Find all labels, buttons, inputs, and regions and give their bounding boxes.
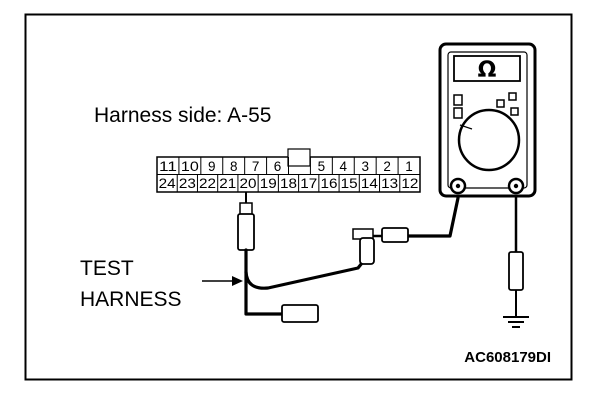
meter-lead-plug	[381, 227, 409, 243]
pin-label-14: 14	[361, 176, 379, 191]
pin-label-18: 18	[280, 176, 297, 191]
pin-label-11: 11	[159, 159, 177, 174]
range-mark-right-top	[508, 92, 517, 101]
harness-wire-lower	[244, 270, 284, 316]
pin-label-23: 23	[179, 176, 196, 191]
meter-jack-positive-center	[455, 183, 461, 189]
back-probe	[237, 192, 255, 251]
figure-frame	[24, 13, 573, 381]
ohmmeter-icon: Ω	[438, 42, 537, 198]
alligator-clip	[352, 227, 409, 265]
ground-symbol-icon	[503, 316, 529, 328]
pin-label-1: 1	[405, 159, 413, 174]
dial-arc	[458, 109, 490, 141]
pin-label-3: 3	[361, 159, 369, 174]
test-harness-label-line1: TEST	[80, 257, 134, 280]
range-mark-right-low	[496, 99, 505, 108]
pin-label-13: 13	[381, 176, 398, 191]
pin-label-8: 8	[230, 159, 238, 174]
harness-wire-upper	[244, 248, 368, 290]
pin-label-12: 12	[401, 176, 418, 191]
probe-body	[237, 213, 255, 251]
test-harness-label-line2: HARNESS	[80, 288, 182, 311]
meter-case-inner	[447, 51, 528, 189]
pin-label-16: 16	[320, 176, 337, 191]
figure-code: AC608179DI	[464, 349, 551, 366]
pin-label-6: 6	[274, 159, 282, 174]
arrow-right-icon	[202, 276, 243, 286]
pin-label-22: 22	[199, 176, 216, 191]
pin-label-24: 24	[159, 176, 177, 191]
pin-label-10: 10	[181, 159, 199, 174]
ground-probe-body	[508, 251, 524, 291]
range-mark-left-bottom	[453, 107, 463, 119]
pin-label-7: 7	[252, 159, 260, 174]
pin-label-9: 9	[208, 159, 216, 174]
dial-tick	[459, 124, 473, 130]
pin-label-5: 5	[318, 159, 326, 174]
meter-display-symbol: Ω	[478, 58, 497, 83]
meter-display	[453, 55, 521, 82]
pin-label-4: 4	[340, 159, 348, 174]
pin-label-21: 21	[219, 176, 236, 191]
pin-label-15: 15	[341, 176, 358, 191]
range-mark-left-top	[453, 94, 463, 106]
meter-jack-negative-center	[513, 183, 519, 189]
pin-label-20: 20	[240, 176, 257, 191]
pin-label-2: 2	[383, 159, 391, 174]
pin-label-17: 17	[300, 176, 317, 191]
range-mark-right-mid	[510, 107, 519, 116]
clip-body	[359, 237, 375, 265]
pin-label-19: 19	[260, 176, 277, 191]
test-harness	[244, 248, 368, 316]
harness-side-label: Harness side: A-55	[94, 104, 271, 127]
connector-key	[287, 148, 311, 167]
harness-open-end-plug	[281, 304, 319, 323]
